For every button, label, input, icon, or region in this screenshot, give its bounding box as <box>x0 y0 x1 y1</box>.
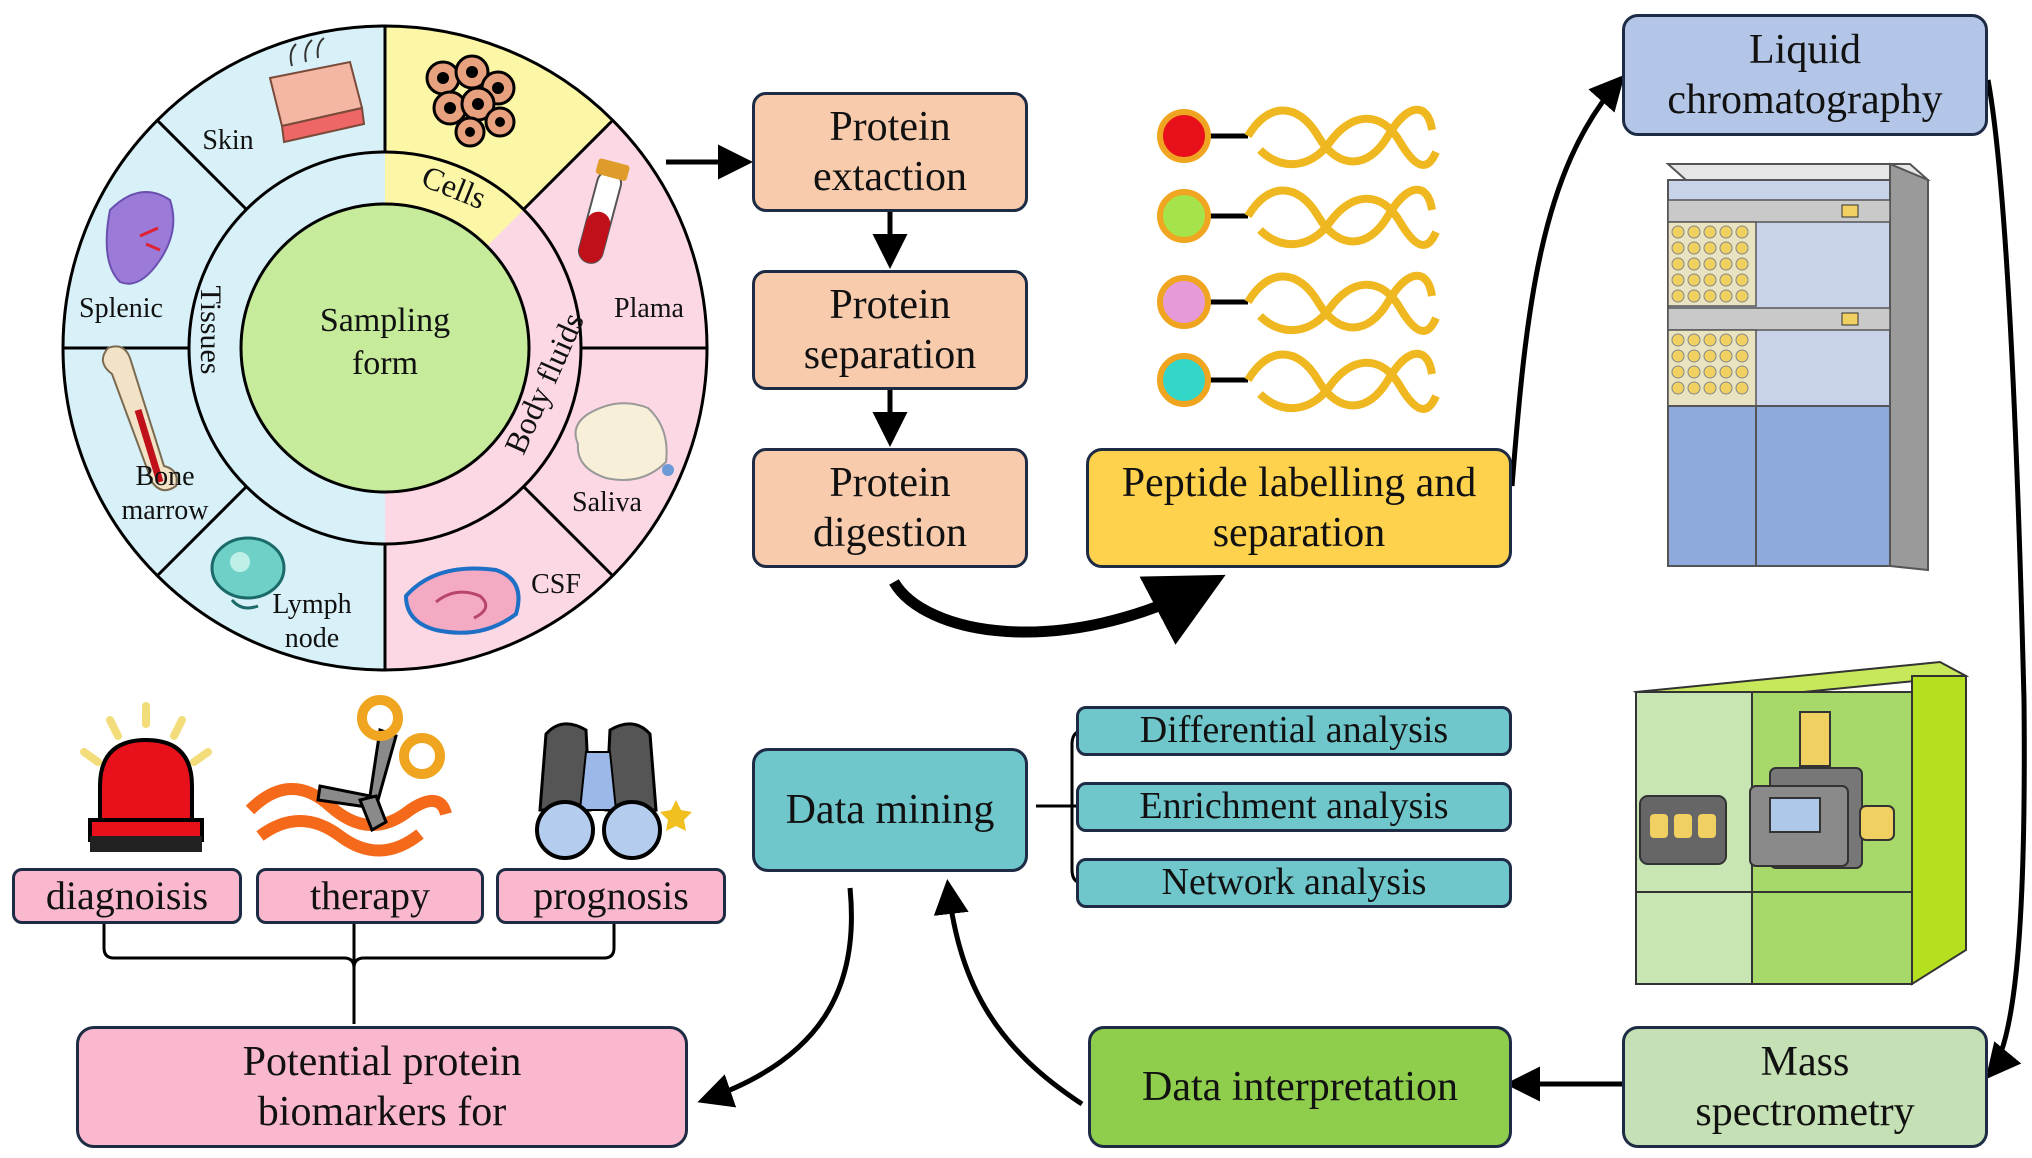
prognosis-box: prognosis <box>496 868 726 924</box>
segment-label-saliva: Saliva <box>572 487 642 518</box>
sample-well <box>1687 289 1701 303</box>
binoculars-icon <box>535 722 692 860</box>
sample-well <box>1671 273 1685 287</box>
sample-well <box>1687 225 1701 239</box>
scissors-icon <box>245 695 452 857</box>
peptide-labelling-box: Peptide labelling and separation <box>1086 448 1512 568</box>
diagnosis-box: diagnoisis <box>12 868 242 924</box>
sample-well <box>1671 349 1685 363</box>
sample-well <box>1735 225 1749 239</box>
sample-well <box>1671 365 1685 379</box>
peptide-tag <box>1157 105 1440 169</box>
ring-label-tissues: Tissues <box>194 285 227 375</box>
sample-well <box>1719 257 1733 271</box>
sample-well <box>1703 333 1717 347</box>
sample-well <box>1703 241 1717 255</box>
sample-well <box>1703 273 1717 287</box>
data-mining-box: Data mining <box>752 748 1028 872</box>
sample-well <box>1687 365 1701 379</box>
sample-well <box>1671 289 1685 303</box>
sample-well <box>1687 273 1701 287</box>
sample-well <box>1703 289 1717 303</box>
sample-well <box>1703 257 1717 271</box>
lymph-node-icon <box>210 536 286 610</box>
sample-well <box>1703 225 1717 239</box>
segment-label-lymph-node: Lymph node <box>272 589 352 654</box>
brain-icon <box>403 566 521 635</box>
sample-well <box>1735 289 1749 303</box>
sample-well <box>1735 349 1749 363</box>
segment-label-csf: CSF <box>531 569 581 600</box>
sampling-form-label: Sampling form <box>319 302 451 382</box>
skin-icon <box>268 37 366 144</box>
sample-well <box>1671 225 1685 239</box>
sample-well <box>1687 349 1701 363</box>
protein-extraction-box: Protein extaction <box>752 92 1028 212</box>
sample-well <box>1671 381 1685 395</box>
sample-well <box>1735 257 1749 271</box>
sample-well <box>1735 365 1749 379</box>
sample-well <box>1687 333 1701 347</box>
alarm-icon <box>80 702 212 852</box>
sample-well <box>1719 381 1733 395</box>
sample-well <box>1735 273 1749 287</box>
sample-well <box>1735 381 1749 395</box>
sample-well <box>1719 273 1733 287</box>
sample-well <box>1671 241 1685 255</box>
segment-label-splenic: Splenic <box>79 293 163 324</box>
therapy-box: therapy <box>256 868 484 924</box>
sample-well <box>1719 349 1733 363</box>
potential-biomarkers-box: Potential protein biomarkers for <box>76 1026 688 1148</box>
network-analysis-box: Network analysis <box>1076 858 1512 908</box>
sample-well <box>1687 257 1701 271</box>
data-interpretation-box: Data interpretation <box>1088 1026 1512 1148</box>
sample-well <box>1719 333 1733 347</box>
liquid-chromatography-box: Liquid chromatography <box>1622 14 1988 136</box>
sample-well <box>1719 289 1733 303</box>
segment-label-skin: Skin <box>202 125 254 156</box>
segment-label-bone-marrow: Bone marrow <box>121 461 209 526</box>
liquid-chromatography-instrument-icon <box>1665 162 1931 572</box>
blood-tube-icon <box>577 158 630 264</box>
saliva-icon <box>574 402 674 481</box>
sample-well <box>1703 365 1717 379</box>
sample-well <box>1719 225 1733 239</box>
sample-well <box>1703 381 1717 395</box>
sample-well <box>1703 349 1717 363</box>
sample-well <box>1671 333 1685 347</box>
sampling-wheel <box>61 24 709 672</box>
bone-icon <box>101 345 178 492</box>
sample-well <box>1719 241 1733 255</box>
sample-well <box>1671 257 1685 271</box>
sample-well <box>1735 333 1749 347</box>
enrichment-analysis-box: Enrichment analysis <box>1076 782 1512 832</box>
mass-spectrometer-icon <box>1632 660 1970 986</box>
sample-well <box>1687 241 1701 255</box>
labelled-peptides <box>1157 105 1440 413</box>
protein-digestion-box: Protein digestion <box>752 448 1028 568</box>
wheel-center <box>239 202 531 494</box>
protein-separation-box: Protein separation <box>752 270 1028 390</box>
peptide-tag <box>1157 185 1440 249</box>
cells-icon <box>425 54 516 148</box>
sample-well <box>1735 241 1749 255</box>
flow-arrows <box>666 74 2027 1108</box>
sample-well <box>1687 381 1701 395</box>
mass-spectrometry-box: Mass spectrometry <box>1622 1026 1988 1148</box>
differential-analysis-box: Differential analysis <box>1076 706 1512 756</box>
sample-well <box>1719 365 1733 379</box>
peptide-tag <box>1157 271 1440 335</box>
segment-label-plasma: Plama <box>614 293 684 324</box>
spleen-icon <box>105 191 175 285</box>
peptide-tag <box>1157 349 1440 413</box>
